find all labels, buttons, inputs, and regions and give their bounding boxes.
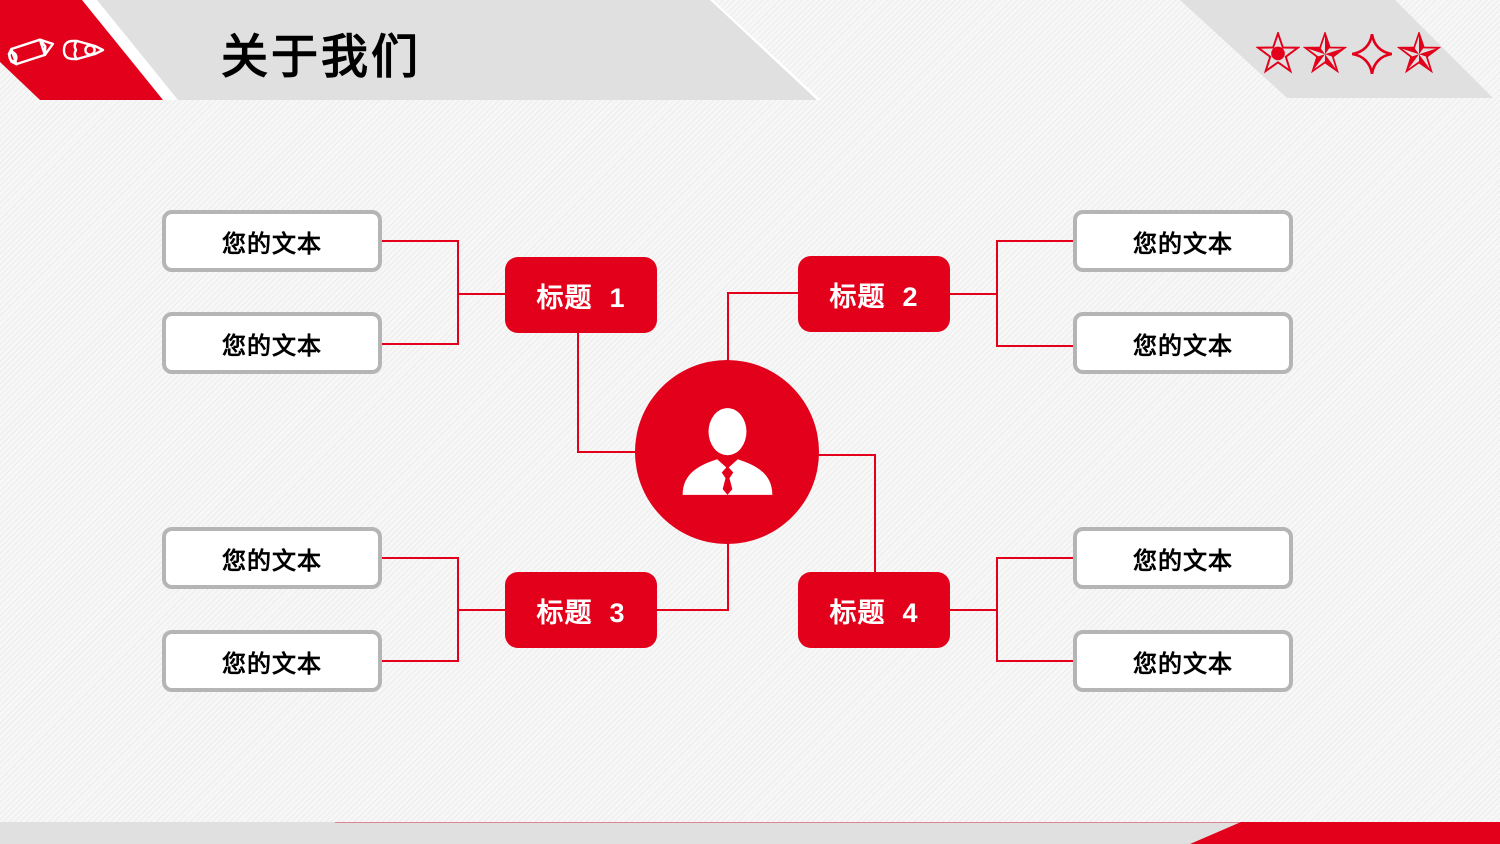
text-box-label: 您的文本 — [1133, 547, 1233, 575]
text-box-label: 您的文本 — [222, 547, 322, 575]
text-box-label: 您的文本 — [222, 650, 322, 678]
connector-line — [996, 660, 1073, 662]
connector-line — [457, 609, 507, 611]
title-box-label: 标题 1 — [536, 282, 626, 313]
pinwheel-star-icon — [1397, 32, 1441, 74]
connector-line — [727, 292, 800, 294]
text-box: 您的文本 — [162, 210, 382, 272]
four-point-star-icon — [1351, 33, 1393, 75]
text-box: 您的文本 — [1073, 210, 1293, 272]
connector-line — [651, 609, 729, 611]
title-box-1: 标题 1 — [505, 257, 657, 333]
connector-line — [948, 293, 998, 295]
header-corner-icons — [7, 38, 105, 66]
title-box-4: 标题 4 — [798, 572, 950, 648]
connector-line — [727, 542, 729, 611]
connector-line — [996, 345, 1073, 347]
title-box-label: 标题 4 — [829, 597, 919, 628]
pen-nib-icon — [62, 39, 105, 61]
text-box: 您的文本 — [162, 312, 382, 374]
text-box: 您的文本 — [1073, 527, 1293, 589]
text-box: 您的文本 — [162, 630, 382, 692]
footer-strip — [0, 822, 1500, 844]
connector-line — [996, 240, 1073, 242]
footer-accent-line — [335, 822, 1500, 823]
connector-line — [457, 240, 459, 345]
connector-line — [382, 240, 459, 242]
connector-line — [948, 609, 998, 611]
text-box-label: 您的文本 — [222, 230, 322, 258]
text-box-label: 您的文本 — [222, 332, 322, 360]
text-box-label: 您的文本 — [1133, 332, 1233, 360]
connector-line — [577, 451, 642, 453]
connector-line — [382, 660, 459, 662]
connector-line — [577, 330, 579, 453]
connector-line — [457, 293, 507, 295]
footer-red-bar — [1190, 822, 1500, 844]
page-title: 关于我们 — [221, 30, 421, 83]
title-box-3: 标题 3 — [505, 572, 657, 648]
connector-line — [382, 343, 459, 345]
text-box: 您的文本 — [162, 527, 382, 589]
text-box-label: 您的文本 — [1133, 230, 1233, 258]
title-box-label: 标题 3 — [536, 597, 626, 628]
connector-line — [727, 292, 729, 364]
pencil-icon — [7, 38, 55, 66]
title-box-label: 标题 2 — [829, 281, 919, 312]
connector-line — [874, 454, 876, 574]
connector-line — [996, 240, 998, 347]
connector-line — [996, 557, 1073, 559]
connector-line — [382, 557, 459, 559]
connector-line — [996, 557, 998, 662]
connector-line — [816, 454, 876, 456]
star-with-dot-icon — [1256, 32, 1300, 74]
person-icon — [682, 408, 773, 495]
text-box: 您的文本 — [1073, 312, 1293, 374]
header-banner — [97, 0, 817, 100]
pinwheel-star-icon — [1303, 32, 1347, 74]
text-box: 您的文本 — [1073, 630, 1293, 692]
stars-row — [1256, 32, 1441, 76]
title-box-2: 标题 2 — [798, 256, 950, 332]
text-box-label: 您的文本 — [1133, 650, 1233, 678]
